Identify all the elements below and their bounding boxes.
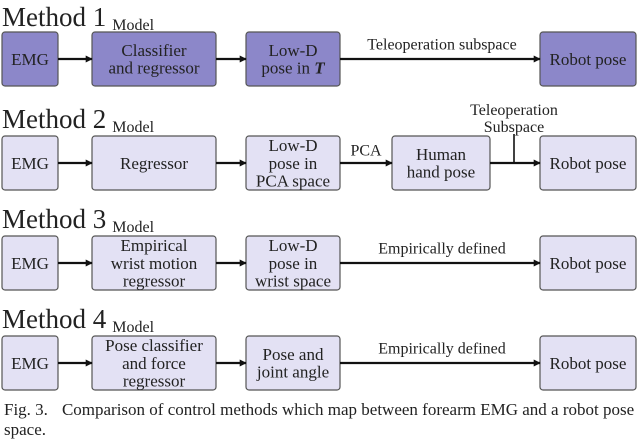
caption-figure-number: Fig. 3. (4, 400, 48, 419)
method-3-node-1-label: EMG (11, 254, 49, 273)
method-2-node-5: Robot pose (539, 135, 637, 191)
method-1-node-1: EMG (1, 31, 59, 87)
method-4-node-1: EMG (1, 335, 59, 391)
method-2-node-1-label: EMG (11, 154, 49, 173)
method-1-edge-label-1: Teleoperation subspace (367, 36, 516, 53)
method-2-node-2: Regressor (91, 135, 217, 191)
method-3-subtitle: Model (112, 219, 154, 236)
method-3-node-1: EMG (1, 235, 59, 291)
method-4-node-4-label: Robot pose (550, 354, 627, 373)
method-2-node-5-label: Robot pose (550, 154, 627, 173)
method-1-node-4-label: Robot pose (550, 50, 627, 69)
figure-caption: Fig. 3.Comparison of control methods whi… (4, 400, 638, 440)
method-1-subtitle: Model (112, 17, 154, 34)
method-4-title: Method 4 (2, 304, 107, 334)
method-1-node-1-label: EMG (11, 50, 49, 69)
method-1-title: Method 1 (2, 2, 106, 32)
method-3-node-4: Robot pose (539, 235, 637, 291)
caption-text: Comparison of control methods which map … (4, 400, 635, 439)
method-2-title: Method 2 (2, 104, 106, 134)
method-4-subtitle: Model (112, 319, 154, 336)
method-1-node-4: Robot pose (539, 31, 637, 87)
method-3-title: Method 3 (2, 204, 106, 234)
method-2-node-1: EMG (1, 135, 59, 191)
method-3-node-4-label: Robot pose (550, 254, 627, 273)
method-2-node-2-label: Regressor (120, 154, 188, 173)
method-4-node-4: Robot pose (539, 335, 637, 391)
method-3-edge-label-1: Empirically defined (378, 240, 506, 257)
method-2-edge-label-1: PCA (350, 142, 382, 159)
method-4-edge-label-1: Empirically defined (378, 340, 506, 357)
method-2-subtitle: Model (112, 119, 154, 136)
method-4-node-1-label: EMG (11, 354, 49, 373)
